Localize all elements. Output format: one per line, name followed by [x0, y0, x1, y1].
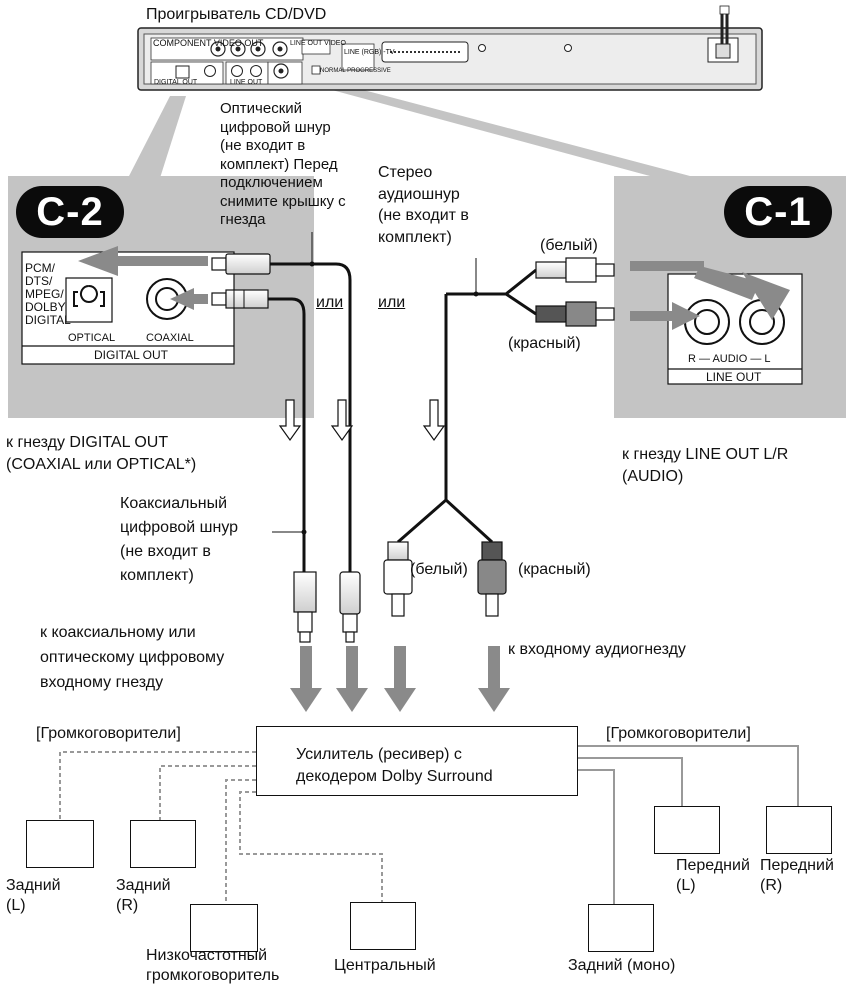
white-plug-label-top: (белый) — [540, 237, 598, 254]
speaker-rear-r — [130, 820, 196, 868]
audio-label: R — AUDIO — L — [688, 353, 771, 365]
dvd-player — [137, 5, 763, 91]
to-digital-out-label: к гнезду DIGITAL OUT (COAXIAL или OPTICA… — [6, 434, 197, 473]
coaxial-cable-label: Коаксиальный цифровой шнур (не входит в … — [120, 495, 239, 584]
or-label-1: или — [316, 294, 344, 311]
line-out-video-label: LINE OUT VIDEO — [290, 40, 346, 47]
stereo-cable — [397, 268, 537, 544]
stereo-plugs — [383, 257, 615, 617]
badge-c2: C-2 — [16, 186, 124, 238]
component-video-label: COMPONENT VIDEO OUT — [153, 38, 264, 48]
left-cables — [268, 262, 352, 572]
speaker-subwoofer-label: Низкочастотный громкоговоритель — [146, 947, 280, 984]
speaker-subwoofer — [190, 904, 258, 952]
left-plugs — [211, 253, 361, 643]
speaker-center — [350, 902, 416, 950]
input-arrows — [290, 646, 510, 712]
direction-arrows — [278, 399, 446, 442]
zoom-wedge-right — [258, 68, 690, 176]
speaker-rear-mono — [588, 904, 654, 952]
format-list: PCM/ DTS/ MPEG/ DOLBY DIGITAL — [25, 261, 71, 327]
speaker-front-l — [654, 806, 720, 854]
optical-cable-label: Оптический цифровой шнур (не входит в ко… — [220, 100, 346, 228]
speaker-rear-l-label: Задний (L) — [6, 877, 61, 914]
white-plug-label-bottom: (белый) — [410, 561, 468, 578]
to-audio-input-label: к входному аудиогнезду — [508, 641, 686, 658]
scart-label: LINE (RGB) -TV — [344, 49, 395, 56]
speakers-heading-left: [Громкоговорители] — [36, 725, 181, 742]
zoom-wedge-left — [128, 96, 186, 178]
speaker-front-r — [766, 806, 832, 854]
to-line-out-label: к гнезду LINE OUT L/R (AUDIO) — [622, 446, 789, 485]
coaxial-label: COAXIAL — [146, 332, 194, 344]
amplifier-label: Усилитель (ресивер) с декодером Dolby Su… — [296, 746, 493, 785]
line-out-small-label: LINE OUT — [230, 79, 263, 86]
speaker-rear-l — [26, 820, 94, 868]
panel-arrows — [78, 246, 790, 330]
speaker-front-l-label: Передний (L) — [676, 857, 750, 894]
stereo-cable-label: Стерео аудиошнур (не входит в комплект) — [378, 164, 469, 246]
optical-label: OPTICAL — [68, 332, 116, 344]
line-out-label: LINE OUT — [706, 370, 762, 384]
to-digital-input-label: к коаксиальному или оптическому цифровом… — [40, 624, 225, 691]
digital-out-small-label: DIGITAL OUT — [154, 79, 198, 86]
speaker-wires-dashed — [59, 751, 383, 904]
digital-out-label: DIGITAL OUT — [94, 348, 169, 362]
player-label: Проигрыватель CD/DVD — [146, 6, 327, 23]
speaker-front-r-label: Передний (R) — [760, 857, 834, 894]
speakers-heading-right: [Громкоговорители] — [606, 725, 751, 742]
or-label-2: или — [378, 294, 406, 311]
speaker-rear-mono-label: Задний (моно) — [568, 957, 676, 974]
speaker-rear-r-label: Задний (R) — [116, 877, 171, 914]
badge-c1: C-1 — [724, 186, 832, 238]
leader-lines — [272, 232, 477, 533]
red-plug-label-bottom: (красный) — [518, 561, 591, 578]
normal-progressive-label: NORMAL PROGRESSIVE — [320, 68, 391, 74]
amplifier-box — [256, 726, 578, 796]
red-plug-label-top: (красный) — [508, 335, 581, 352]
speaker-wires-solid — [578, 745, 799, 904]
speaker-center-label: Центральный — [334, 957, 436, 974]
